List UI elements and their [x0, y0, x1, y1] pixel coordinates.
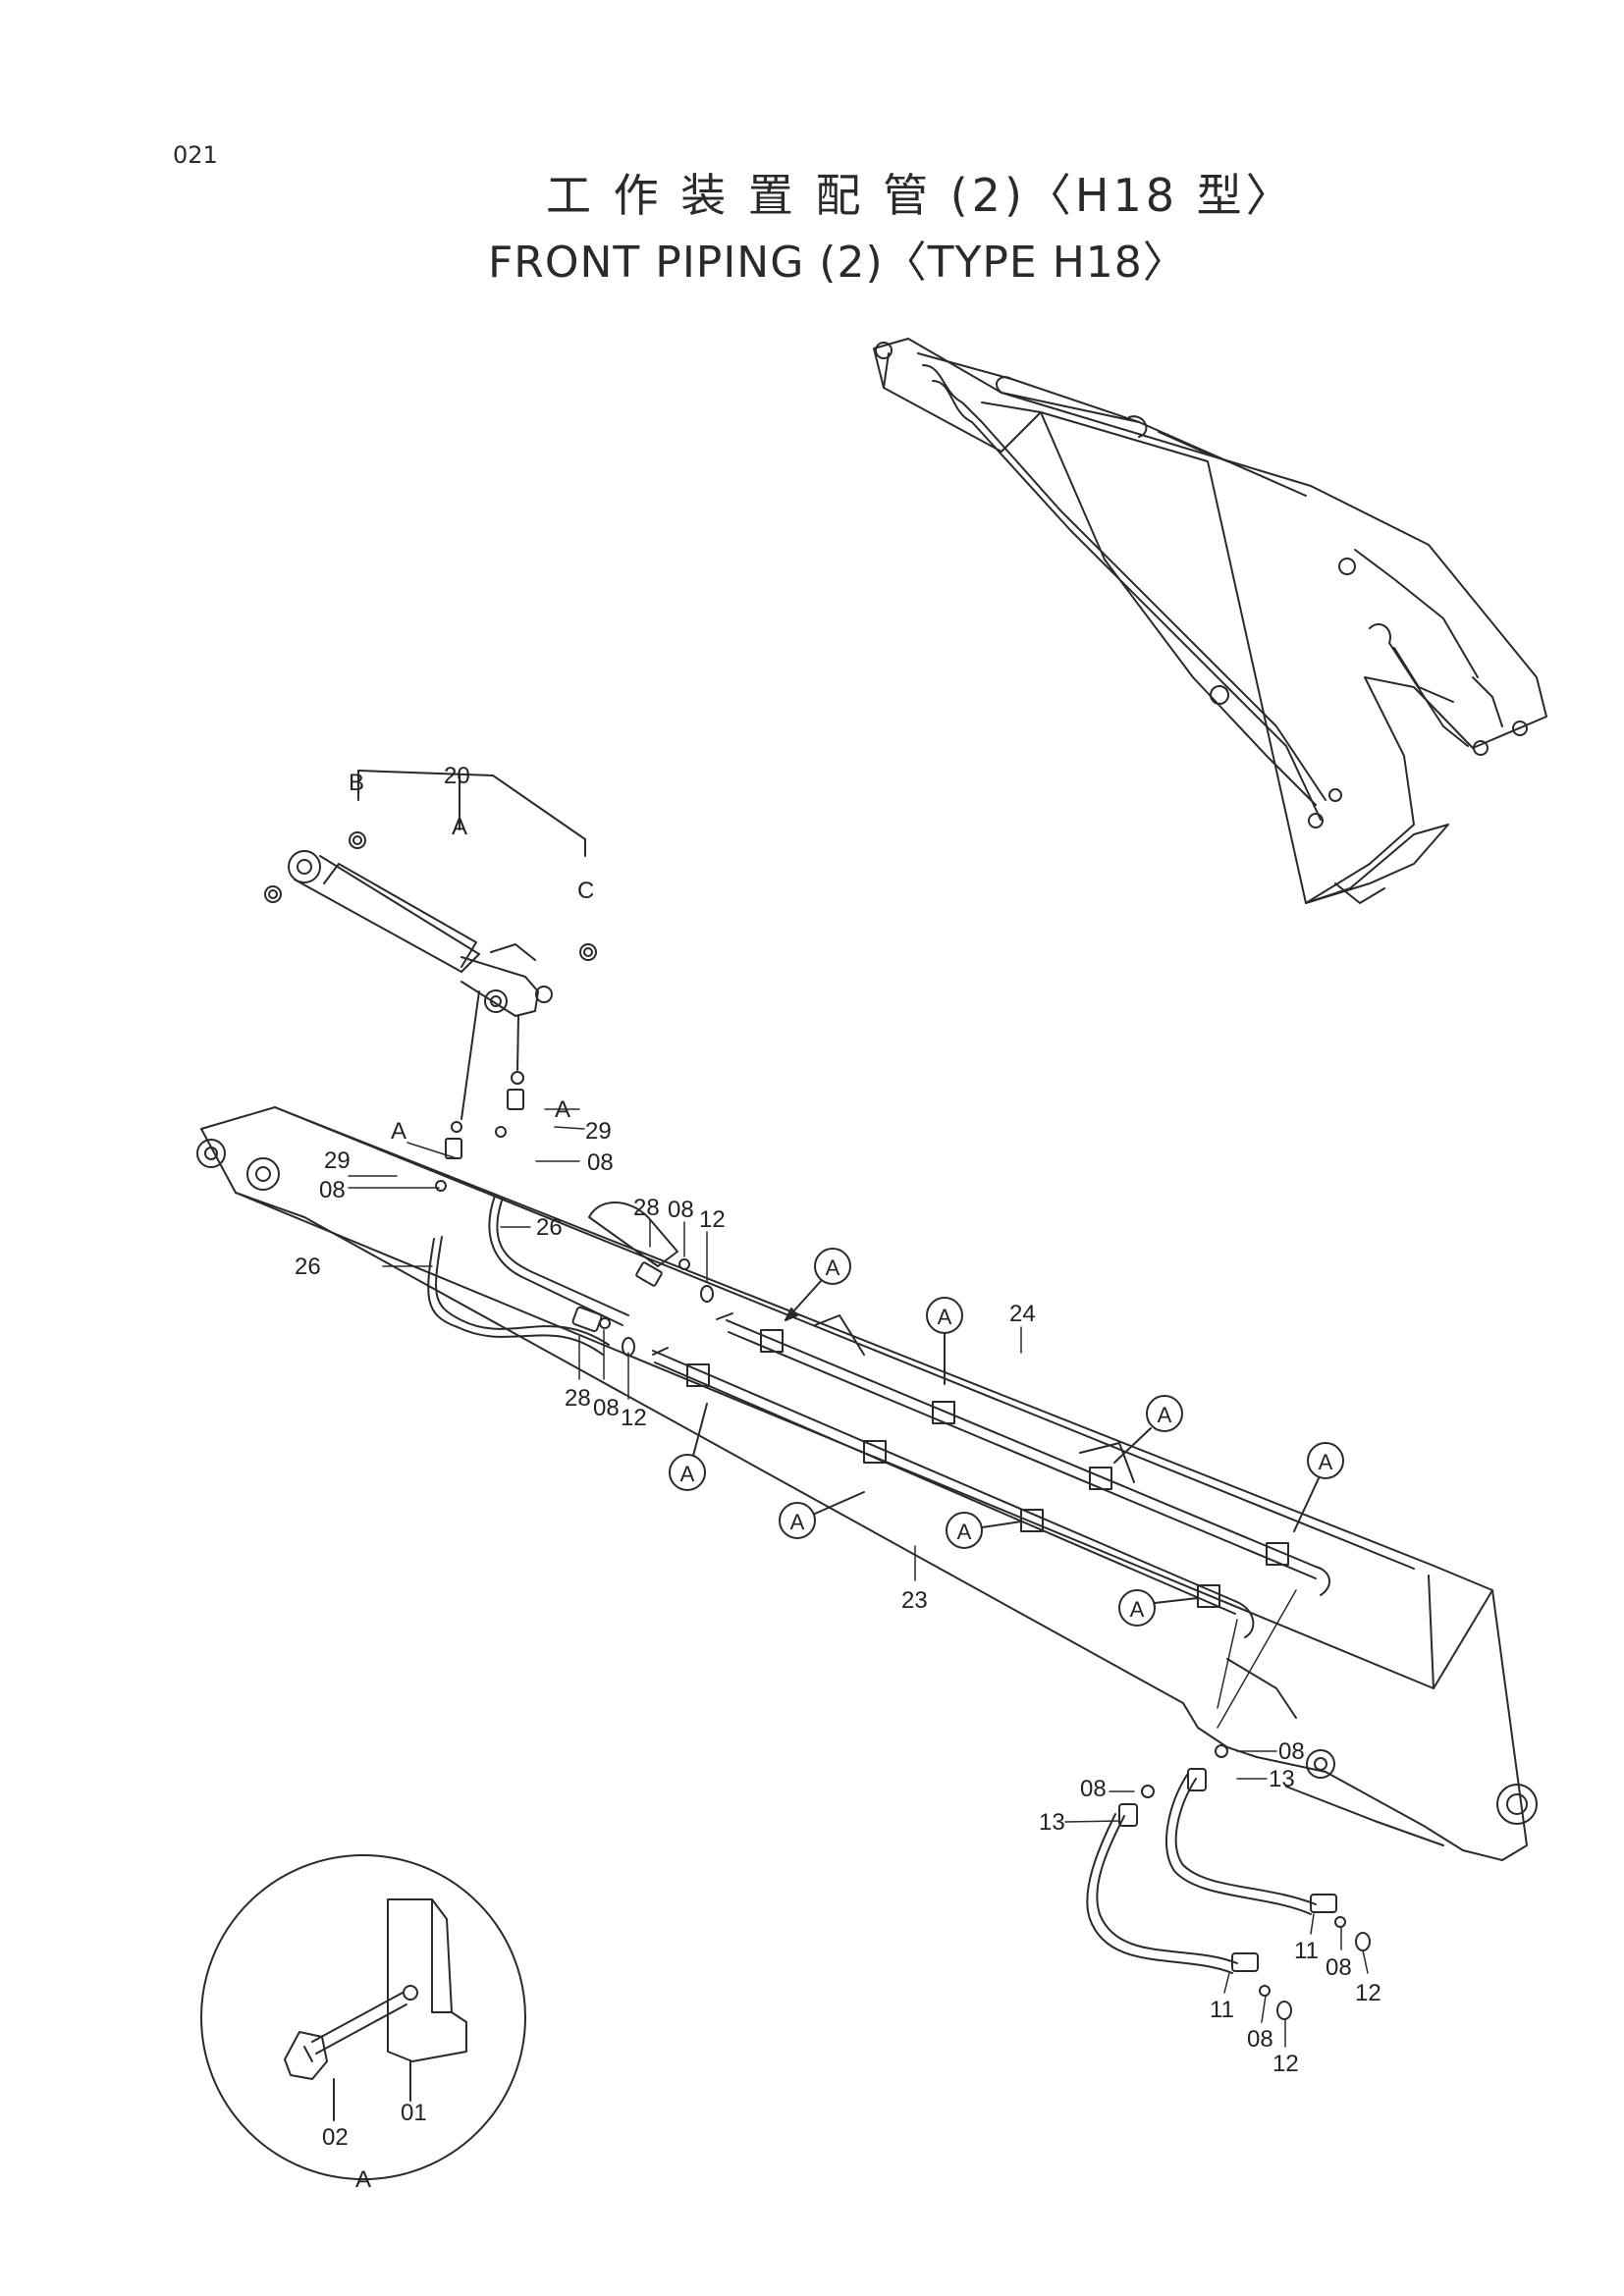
- callout-29-left: 29: [324, 1148, 351, 1174]
- callout-08-right: 08: [587, 1149, 614, 1176]
- clamp-marker: A: [669, 1403, 708, 1491]
- clamp-marker-letter: A: [826, 1255, 840, 1280]
- clamp-marker-letter: A: [957, 1520, 972, 1544]
- clamp-marker: A: [1293, 1442, 1344, 1532]
- clamp-marker: A: [946, 1512, 1022, 1549]
- hoses-26: [427, 1195, 629, 1356]
- callout-b: B: [349, 770, 364, 796]
- clamp-markers: A A A A A A A A: [669, 1248, 1344, 1627]
- detail-a-label: A: [355, 2166, 371, 2193]
- clamp-marker: A: [1113, 1395, 1183, 1464]
- callout-12-hose-upper: 12: [1355, 1980, 1381, 2006]
- callout-28-upper: 28: [633, 1195, 660, 1221]
- clamp-marker: A: [785, 1248, 851, 1321]
- leader-lines: [348, 1108, 1369, 2048]
- callout-a-cylinder: A: [452, 814, 467, 840]
- fittings-upper: [571, 1258, 714, 1357]
- front-attachment-overview: [873, 338, 1547, 904]
- callout-12-hose-lower: 12: [1272, 2051, 1299, 2077]
- callout-12-upper: 12: [699, 1206, 726, 1233]
- callout-08-left: 08: [319, 1177, 346, 1203]
- callout-13-left: 13: [1039, 1809, 1065, 1836]
- callout-13-right: 13: [1269, 1766, 1295, 1792]
- callout-08-hose-lower: 08: [1247, 2026, 1273, 2053]
- clamp-marker-letter: A: [1319, 1450, 1333, 1474]
- callout-28-lower: 28: [565, 1385, 591, 1412]
- clamp-marker: A: [1118, 1589, 1199, 1627]
- callout-08-lower: 08: [593, 1395, 620, 1421]
- pipe-24: [716, 1312, 1330, 1596]
- page-number: 021: [173, 141, 218, 169]
- hoses-11-13: [1086, 1744, 1371, 2020]
- clamp-marker-letter: A: [1130, 1597, 1145, 1622]
- callout-08-boom-foot-left: 08: [1080, 1776, 1107, 1802]
- callout-11-upper: 11: [1294, 1938, 1319, 1964]
- callout-08-boom-foot-right: 08: [1278, 1738, 1305, 1765]
- title-english: FRONT PIPING (2)〈TYPE H18〉: [488, 238, 1187, 288]
- pipe-clamps: [686, 1329, 1289, 1608]
- pipe-23: [652, 1347, 1255, 1638]
- callout-08-hose-upper: 08: [1326, 1954, 1352, 1981]
- boom-body: [196, 1106, 1538, 1861]
- callout-11-lower: 11: [1210, 1997, 1234, 2023]
- title-chinese: 工 作 装 置 配 管 (2)〈H18 型〉: [546, 169, 1295, 222]
- callout-29-right: 29: [585, 1118, 612, 1145]
- callout-23: 23: [901, 1587, 928, 1614]
- detail-view-a: [200, 1854, 526, 2180]
- clamp-marker: A: [926, 1297, 963, 1385]
- callout-c: C: [577, 878, 594, 904]
- callout-a-right-port: A: [555, 1096, 570, 1123]
- callout-24: 24: [1009, 1301, 1036, 1327]
- clamp-marker-letter: A: [790, 1510, 805, 1534]
- callout-26-right: 26: [536, 1214, 563, 1241]
- callout-26-left: 26: [295, 1254, 321, 1280]
- callout-labels: 20 B A C A 29 08 A 29 08 26 26 28 08 12 …: [295, 763, 1381, 2193]
- callout-01: 01: [401, 2100, 427, 2126]
- callout-20: 20: [444, 763, 470, 789]
- clamp-marker: A: [779, 1491, 865, 1539]
- clamp-marker-letter: A: [1158, 1403, 1172, 1427]
- callout-02: 02: [322, 2124, 349, 2151]
- clamp-marker-letter: A: [938, 1305, 952, 1329]
- callout-a-left-port: A: [391, 1118, 406, 1145]
- port-fittings: [435, 990, 524, 1192]
- callout-12-lower: 12: [621, 1405, 647, 1431]
- clamp-marker-letter: A: [680, 1462, 695, 1486]
- arm-cylinder-assembly: [264, 770, 597, 1017]
- callout-08-upper: 08: [668, 1197, 694, 1223]
